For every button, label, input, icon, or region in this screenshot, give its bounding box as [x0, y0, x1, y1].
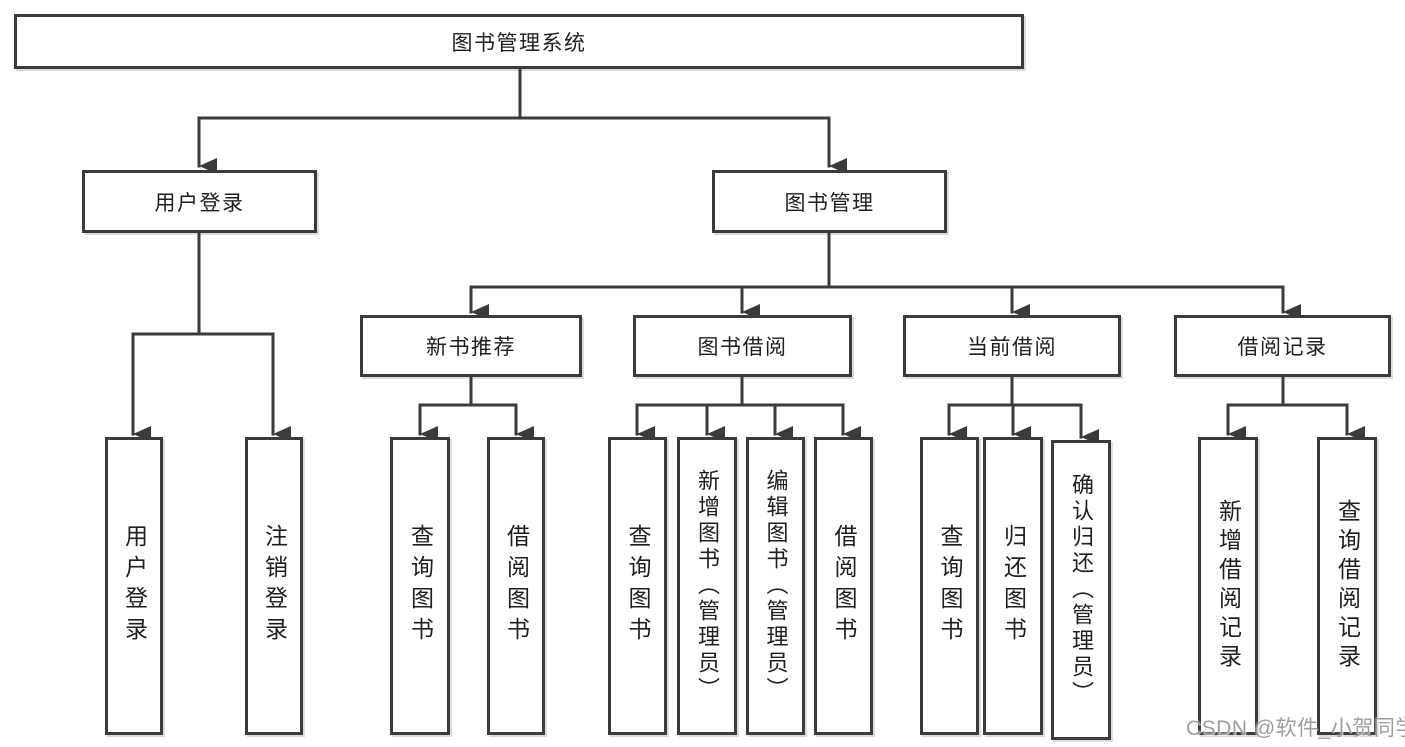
leaf-query-books-borrow: 查询图书	[608, 437, 667, 735]
node-borrow-records: 借阅记录	[1174, 315, 1391, 377]
node-current-borrow: 当前借阅	[903, 315, 1121, 377]
node-label: 借阅图书	[831, 524, 857, 648]
leaf-logout: 注销登录	[245, 437, 303, 735]
node-label: 借阅记录	[1237, 336, 1328, 359]
node-label: 新书推荐	[426, 336, 516, 359]
leaf-user-login: 用户登录	[105, 437, 163, 735]
leaf-borrow-books-recommend: 借阅图书	[487, 437, 545, 735]
node-book-borrow: 图书借阅	[633, 315, 852, 377]
leaf-borrow-books-borrow: 借阅图书	[814, 437, 873, 735]
node-book-management: 图书管理	[712, 170, 947, 233]
leaf-add-book-admin: 新增图书（管理员）	[677, 437, 737, 735]
node-label: 编辑图书（管理员）	[763, 469, 789, 703]
node-label: 确认归还（管理员）	[1069, 473, 1094, 707]
node-label: 新增图书（管理员）	[695, 469, 720, 703]
csdn-watermark: CSDN @软件_小贺同学	[1186, 717, 1405, 740]
node-label: 查询图书	[937, 524, 963, 648]
leaf-query-books-recommend: 查询图书	[390, 437, 450, 735]
leaf-edit-book-admin: 编辑图书（管理员）	[746, 437, 805, 735]
node-label: 当前借阅	[967, 336, 1057, 359]
node-label: 注销登录	[261, 524, 288, 648]
leaf-query-books-current: 查询图书	[920, 437, 979, 735]
node-label: 查询图书	[407, 524, 434, 648]
connector-group	[131, 67, 1365, 445]
node-label: 归还图书	[1000, 524, 1027, 648]
node-user-login: 用户登录	[82, 170, 317, 233]
node-label: 用户登录	[121, 524, 148, 648]
leaf-return-book: 归还图书	[983, 437, 1043, 735]
node-label: 查询图书	[625, 524, 651, 648]
node-label: 借阅图书	[503, 524, 530, 648]
node-label: 图书借阅	[697, 336, 788, 359]
leaf-query-borrow-record: 查询借阅记录	[1317, 437, 1377, 735]
leaf-add-borrow-record: 新增借阅记录	[1198, 437, 1258, 735]
node-label: 图书管理系统	[451, 31, 587, 55]
node-label: 新增借阅记录	[1215, 499, 1242, 673]
leaf-confirm-return-admin: 确认归还（管理员）	[1051, 440, 1111, 740]
node-label: 用户登录	[154, 191, 245, 215]
node-root-system: 图书管理系统	[14, 14, 1024, 69]
node-new-book-recommend: 新书推荐	[360, 315, 582, 377]
node-label: 查询借阅记录	[1334, 499, 1361, 673]
node-label: 图书管理	[784, 191, 875, 215]
